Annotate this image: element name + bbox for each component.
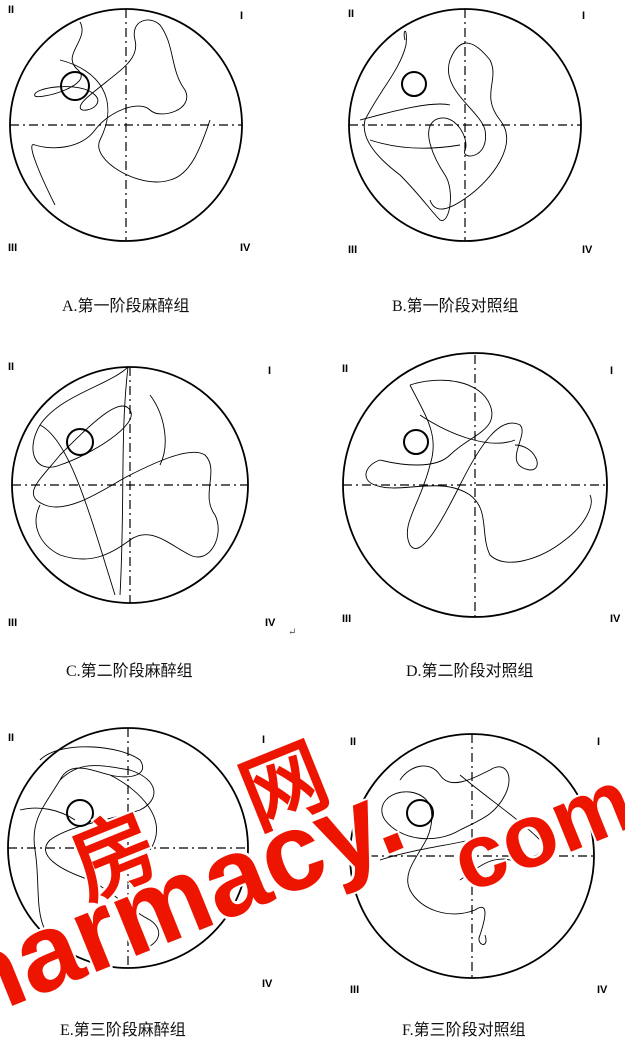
quadrant-iv-label: IV (240, 242, 251, 254)
pool-plot-b (348, 8, 582, 242)
caption-e: E.第三阶段麻醉组 (60, 1022, 186, 1039)
quadrant-iv-label: IV (265, 617, 276, 629)
pool-plot-d (342, 352, 608, 618)
quadrant-iii-label: III (348, 244, 358, 256)
quadrant-iv-label: IV (610, 613, 621, 625)
quadrant-ii-label: II (342, 363, 349, 375)
quadrant-ii-label: II (350, 736, 357, 748)
quadrant-iii-label: III (350, 984, 360, 996)
panel-e: II I III IV E.第三阶段麻醉组 (0, 720, 300, 1046)
caption-c: C.第二阶段麻醉组 (66, 663, 193, 680)
swim-trajectory (32, 366, 219, 596)
quadrant-iii-label: III (8, 242, 18, 254)
swim-trajectory (379, 765, 543, 945)
panel-d: II I III IV D.第二阶段对照组 (340, 352, 625, 685)
caption-f: F.第三阶段对照组 (402, 1022, 526, 1039)
panel-b: II I III IV B.第一阶段对照组 (340, 0, 625, 330)
quadrant-ii-label: II (8, 732, 15, 744)
quadrant-i-label: I (262, 734, 266, 746)
swim-trajectory (365, 379, 592, 563)
quadrant-iv-label: IV (262, 978, 273, 990)
quadrant-iii-label: III (8, 617, 18, 629)
pool-plot-a (9, 8, 243, 242)
quadrant-iv-label: IV (597, 984, 608, 996)
pool-plot-e (7, 727, 249, 969)
platform-target (60, 71, 90, 101)
panel-a: II I III IV A.第一阶段麻醉组 (0, 0, 300, 330)
quadrant-i-label: I (610, 365, 614, 377)
quadrant-i-label: I (597, 736, 601, 748)
platform-target (403, 429, 429, 455)
panel-c: II I III IV ↵ C.第二阶段麻醉组 (0, 355, 300, 685)
quadrant-ii-label: II (8, 4, 15, 16)
platform-target (401, 71, 427, 97)
platform-target (66, 428, 94, 456)
quadrant-iv-label: IV (582, 244, 593, 256)
caption-d: D.第二阶段对照组 (406, 663, 534, 680)
quadrant-i-label: I (268, 365, 272, 377)
swim-trajectory (19, 746, 160, 951)
pool-plot-c (11, 366, 249, 604)
caption-a: A.第一阶段麻醉组 (62, 298, 190, 315)
quadrant-iii-label: III (342, 613, 352, 625)
platform-target (406, 799, 434, 827)
quadrant-ii-label: II (348, 8, 355, 20)
caption-b: B.第一阶段对照组 (392, 298, 519, 315)
pool-plot-f (349, 733, 595, 979)
panel-f: II I III IV F.第三阶段对照组 (340, 720, 625, 1046)
quadrant-i-label: I (240, 10, 244, 22)
quadrant-ii-label: II (8, 361, 15, 373)
swim-trajectory (359, 30, 507, 221)
return-mark: ↵ (288, 627, 297, 638)
swim-trajectory (31, 19, 211, 206)
quadrant-iii-label: III (8, 978, 18, 990)
quadrant-i-label: I (582, 10, 586, 22)
